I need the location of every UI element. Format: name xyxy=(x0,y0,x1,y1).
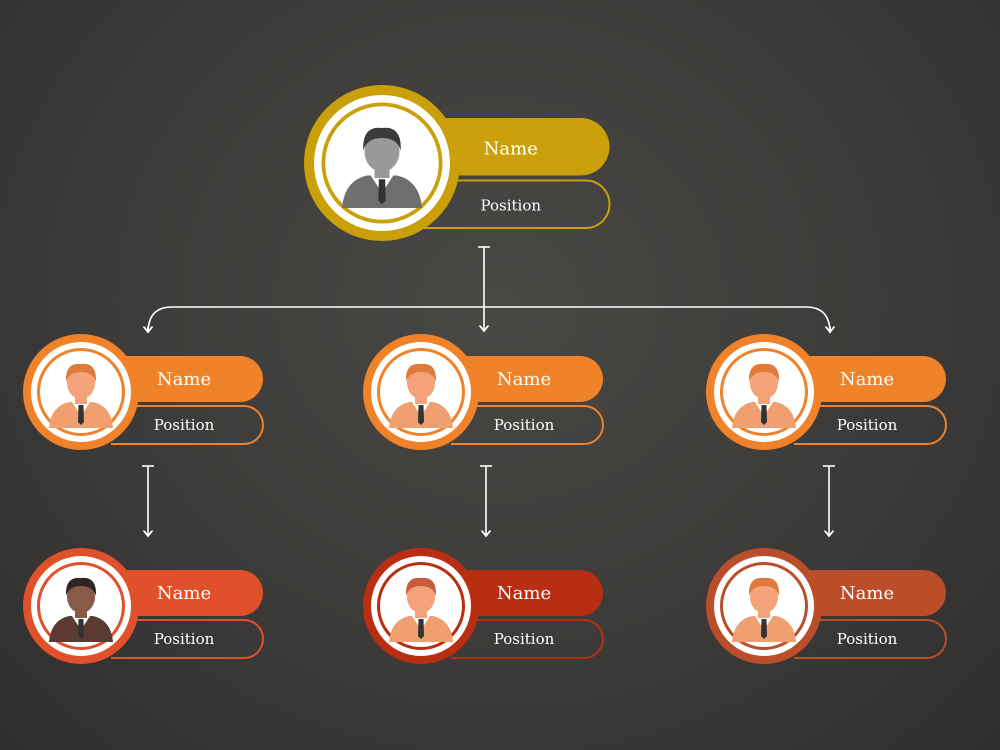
position-outline xyxy=(794,619,947,659)
position-outline xyxy=(111,619,264,659)
person-avatar-icon xyxy=(389,577,453,642)
node-position: Position xyxy=(837,630,898,648)
connector-center-down xyxy=(480,465,492,536)
node-name: Name xyxy=(840,583,894,604)
person-avatar-icon xyxy=(49,363,113,428)
node-position: Position xyxy=(154,630,215,648)
person-avatar-icon xyxy=(342,127,422,208)
node-position: Position xyxy=(480,197,541,215)
position-outline xyxy=(111,405,264,445)
connector-left-down xyxy=(142,465,154,536)
node-name: Name xyxy=(840,369,894,390)
node-position: Position xyxy=(494,416,555,434)
node-position: Position xyxy=(154,416,215,434)
position-outline xyxy=(419,179,611,229)
person-avatar-icon xyxy=(732,577,796,642)
person-avatar-icon xyxy=(389,363,453,428)
position-outline xyxy=(451,405,604,445)
node-name: Name xyxy=(497,369,551,390)
person-avatar-icon xyxy=(49,577,113,642)
nodes: NamePositionNamePositionNamePositionName… xyxy=(23,85,947,664)
node-name: Name xyxy=(157,583,211,604)
connector-right-down xyxy=(823,465,835,536)
node-position: Position xyxy=(837,416,898,434)
connectors xyxy=(142,246,835,536)
node-name: Name xyxy=(157,369,211,390)
node-name: Name xyxy=(484,138,538,159)
node-name: Name xyxy=(497,583,551,604)
position-outline xyxy=(451,619,604,659)
connector-bus xyxy=(147,306,831,334)
node-position: Position xyxy=(494,630,555,648)
position-outline xyxy=(794,405,947,445)
person-avatar-icon xyxy=(732,363,796,428)
